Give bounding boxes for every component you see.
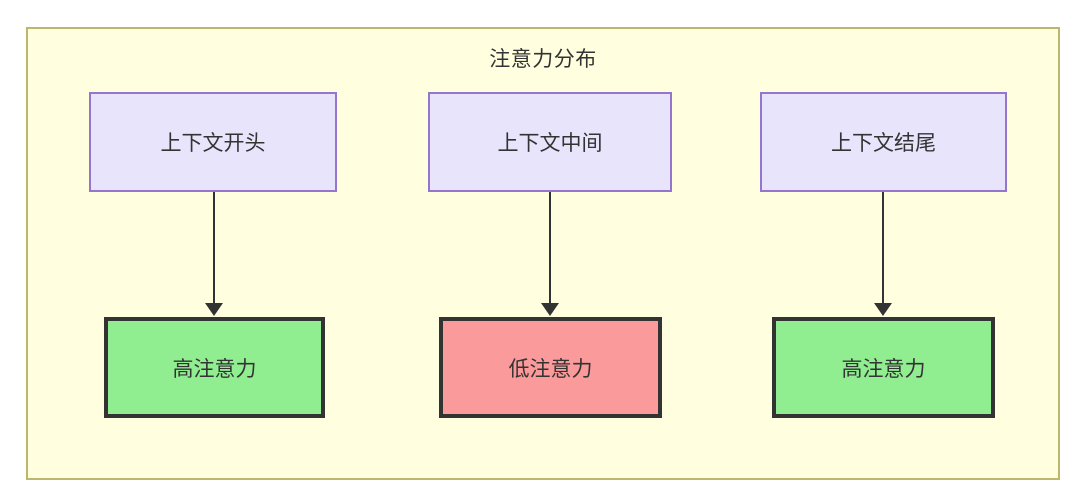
node-context-end[interactable]: 上下文结尾 [760,92,1007,192]
node-attention-high-end[interactable]: 高注意力 [772,317,995,418]
node-context-end-label: 上下文结尾 [831,132,936,155]
arrow-head-icon [205,303,223,316]
arrow-head-icon [541,303,559,316]
edge-context-middle-to-low [549,192,551,304]
edge-context-end-to-high [882,192,884,304]
node-context-start-label: 上下文开头 [160,132,266,155]
node-context-middle-label: 上下文中间 [497,132,603,155]
node-attention-high-start-label: 高注意力 [172,357,257,381]
diagram-title: 注意力分布 [489,48,597,71]
node-context-middle[interactable]: 上下文中间 [428,92,672,192]
edge-context-start-to-high [213,192,215,304]
node-attention-high-end-label: 高注意力 [841,357,926,381]
node-attention-low-middle[interactable]: 低注意力 [439,317,662,418]
node-attention-low-middle-label: 低注意力 [508,357,593,381]
node-attention-high-start[interactable]: 高注意力 [104,317,325,418]
arrow-head-icon [874,303,892,316]
node-context-start[interactable]: 上下文开头 [89,92,337,192]
